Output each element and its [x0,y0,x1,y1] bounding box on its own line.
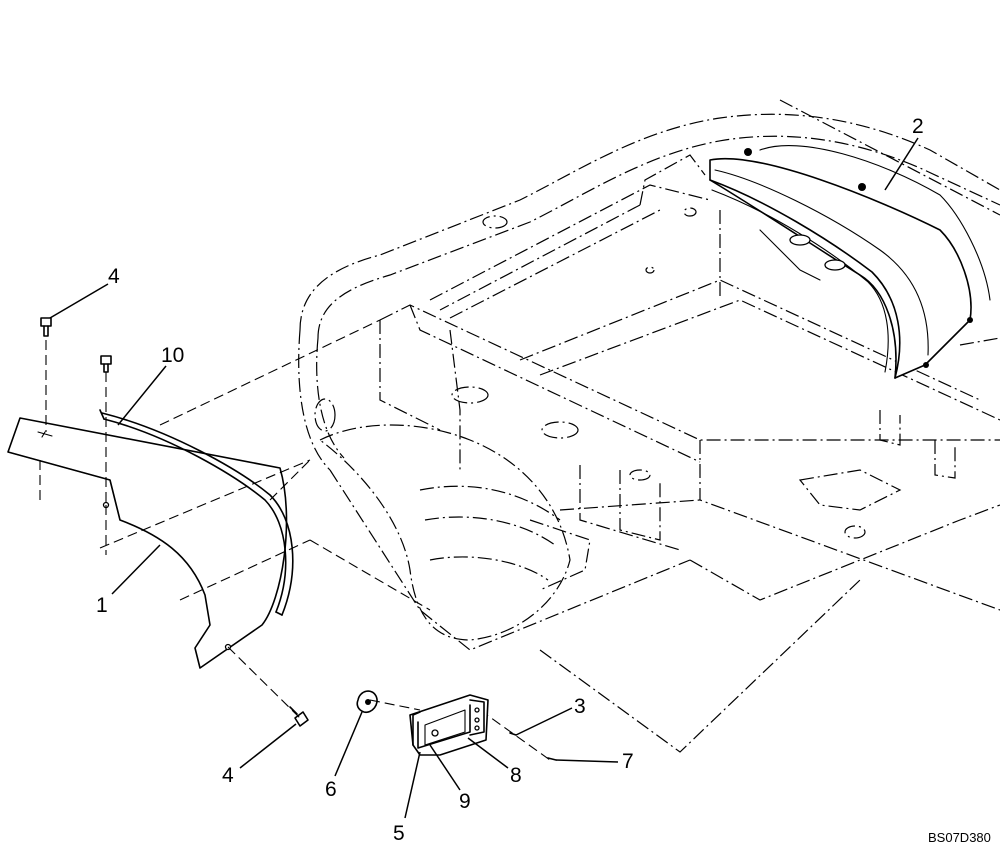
phantom-holes [314,207,866,539]
callout-3: 3 [574,695,586,718]
callout-8: 8 [510,764,522,787]
part-6-nut [356,690,378,714]
drawing-code: BS07D380 [928,830,991,845]
part-3-screw [509,732,517,736]
part-9-plate [424,709,466,746]
exploded-alignment-lines [39,319,551,761]
part-4-bolt-lower [289,706,309,727]
callout-4-upper: 4 [108,265,120,288]
part-4-bolt-upper [40,317,52,337]
callout-2: 2 [912,115,924,138]
callout-9: 9 [459,790,471,813]
phantom-frame [379,154,1000,611]
part-10-trim-strip [99,409,294,616]
part-2-right-fender [709,145,991,379]
callout-6: 6 [325,778,337,801]
bolt-upper-alignment [100,355,112,373]
part-8-hinge [431,699,485,737]
callout-7: 7 [622,750,634,773]
part-1-left-fender [7,417,288,669]
phantom-machine-outline [298,99,1000,753]
part-5-bracket [409,694,489,756]
callout-4-lower: 4 [222,764,234,787]
part-7-pin [547,757,557,761]
callout-1: 1 [96,594,108,617]
callout-leaders [49,137,919,819]
phantom-left-fender [318,424,591,641]
callout-10: 10 [161,344,184,367]
callout-5: 5 [393,822,405,845]
